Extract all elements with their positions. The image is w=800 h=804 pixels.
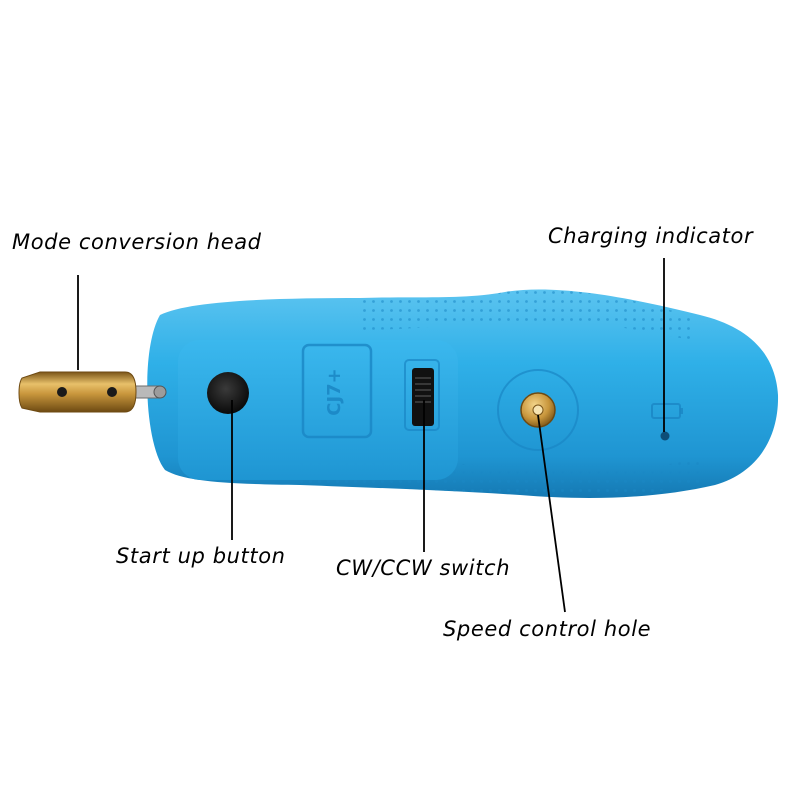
label-cw-ccw-switch: CW/CCW switch [336,556,511,580]
leader-speed [537,414,566,613]
cw-ccw-switch[interactable] [412,368,434,426]
body-marking: CJ7+ [324,368,345,416]
label-start-up-button: Start up button [116,544,286,568]
switch-housing [404,359,440,431]
speed-dial-ring [497,369,579,451]
label-mode-conversion-head: Mode conversion head [12,230,262,254]
grip-texture-top [360,289,690,340]
brass-collet [18,371,137,413]
start-up-button[interactable] [207,372,249,414]
label-speed-control-hole: Speed control hole [443,617,652,641]
charging-indicator-led [660,431,670,441]
front-panel [178,340,458,480]
logo-recess [301,343,373,439]
label-charging-indicator: Charging indicator [548,224,754,248]
